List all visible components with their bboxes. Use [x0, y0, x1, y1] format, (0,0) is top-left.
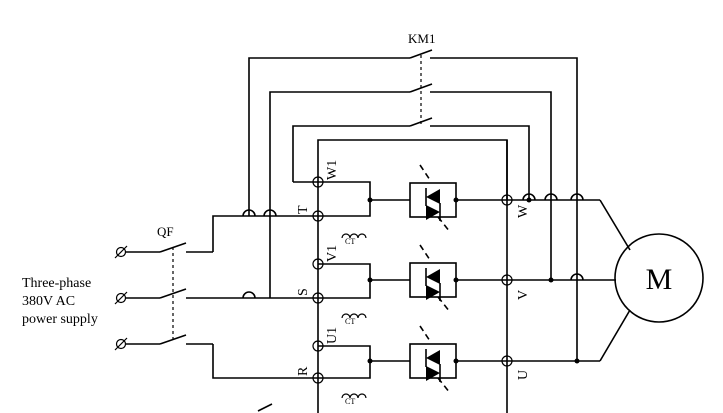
- output-crossing-hops: [522, 193, 584, 281]
- terminal-s-circle: [312, 292, 324, 304]
- current-transformers: CT CT CT: [341, 233, 367, 406]
- junction-dots: [367, 197, 580, 364]
- terminal-w1-circle: [312, 176, 324, 188]
- thyristor-pair-u: [409, 325, 457, 394]
- supply-label-line-1: Three-phase: [22, 276, 91, 291]
- motor-circle: [614, 233, 704, 323]
- ct-2: CT: [341, 313, 367, 326]
- phase-row-u: [318, 345, 600, 379]
- contactor-label: KM1: [408, 31, 435, 46]
- supply-terminals: [114, 245, 128, 351]
- contactor-km1: [409, 49, 433, 127]
- ct-1-label: CT: [345, 237, 355, 246]
- thyristor-pair-w: [409, 164, 457, 233]
- ct-3-label: CT: [345, 397, 355, 406]
- terminal-label-w: W: [516, 204, 531, 218]
- terminal-label-v1: V1: [325, 245, 340, 262]
- terminal-label-t: T: [296, 205, 311, 214]
- terminal-u-circle: [501, 355, 513, 367]
- terminal-labels: W1 T V1 S U1 R W V U: [296, 160, 531, 380]
- supply-label-line-3: power supply: [22, 312, 98, 327]
- terminal-label-u1: U1: [325, 327, 340, 344]
- breaker-qf: [126, 215, 318, 379]
- supply-terminal-1: [114, 245, 128, 259]
- terminal-label-s: S: [296, 288, 311, 296]
- phase-row-w: [317, 139, 600, 217]
- terminal-t-circle: [312, 210, 324, 222]
- phase-row-v: [318, 263, 616, 299]
- terminal-u1-circle: [312, 340, 324, 352]
- terminal-label-u: U: [516, 370, 531, 380]
- supply-terminal-3: [114, 337, 128, 351]
- terminal-v1-circle: [312, 258, 324, 270]
- ct-1: CT: [341, 233, 367, 246]
- supply-label: Three-phase 380V AC power supply: [22, 276, 98, 327]
- supply-terminal-2: [114, 291, 128, 305]
- output-terminals: [501, 194, 513, 367]
- terminal-label-r: R: [296, 366, 311, 376]
- terminal-v-circle: [501, 274, 513, 286]
- thyristor-pair-v: [409, 244, 457, 313]
- terminal-r-circle: [312, 372, 324, 384]
- terminal-w-circle: [501, 194, 513, 206]
- breaker-label: QF: [157, 224, 174, 239]
- terminal-label-v: V: [516, 290, 531, 300]
- ct-2-label: CT: [345, 317, 355, 326]
- input-terminals: [312, 176, 324, 384]
- motor: M: [599, 199, 704, 362]
- motor-label: M: [646, 263, 673, 296]
- terminal-label-w1: W1: [325, 160, 340, 180]
- bottom-partial-line: [257, 403, 273, 412]
- ct-3: CT: [341, 393, 367, 406]
- supply-label-line-2: 380V AC: [22, 294, 75, 309]
- bypass-wiring: [242, 57, 578, 361]
